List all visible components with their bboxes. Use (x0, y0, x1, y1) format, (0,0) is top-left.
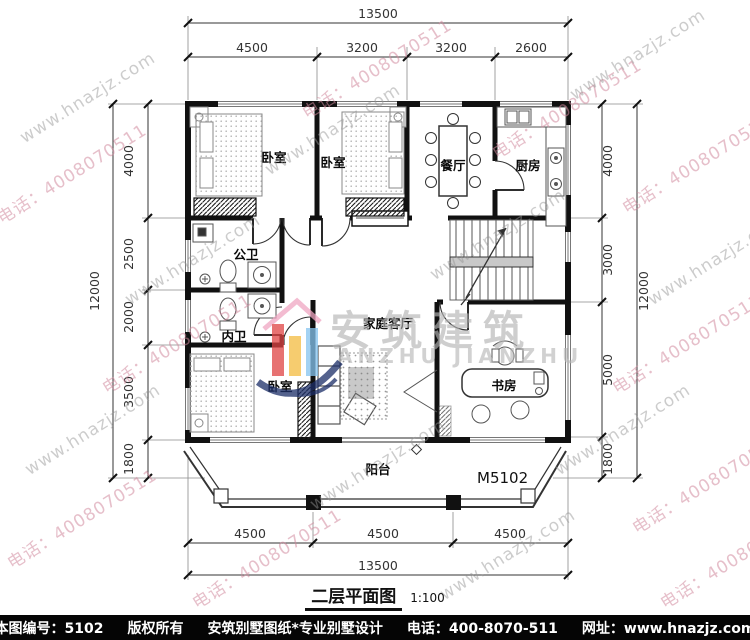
washbasin-icon (247, 261, 277, 289)
balcony-sliding-door (342, 436, 425, 456)
wardrobe-icon (297, 381, 313, 441)
window-top (218, 99, 552, 109)
room-label-living: 家庭客厅 (363, 316, 414, 331)
room-label-bath-inner: 内卫 (221, 329, 247, 344)
wardrobe-icon (193, 197, 257, 217)
room-label-balcony: 阳台 (365, 462, 390, 477)
balcony-post (520, 488, 536, 504)
drawing-scale: 1:100 (410, 591, 445, 605)
bed-icon (341, 106, 407, 195)
dim-bottom-total: 13500 (358, 558, 398, 573)
room-label-dining: 餐厅 (439, 158, 466, 173)
dim-right-seg: 3000 (600, 244, 615, 276)
room-label-study: 书房 (491, 378, 516, 393)
bookshelf-icon (438, 405, 452, 437)
stairs (449, 219, 534, 306)
dimension-ticks (108, 18, 642, 580)
washer-icon (192, 223, 214, 243)
stair-direction-arrow (465, 227, 507, 299)
dim-left-seg: 3500 (121, 376, 136, 408)
dim-left-total: 12000 (87, 271, 102, 311)
dim-left-seg: 1800 (121, 443, 136, 475)
footer-product: 安筑别墅图纸*专业别墅设计 (207, 620, 383, 637)
balcony-railing (183, 446, 567, 510)
desk-icon (461, 340, 549, 424)
balcony-column (306, 495, 321, 510)
dim-left-seg: 4000 (121, 145, 136, 177)
balcony-column (446, 495, 461, 510)
dim-top-seg: 3200 (346, 40, 378, 55)
dim-bottom-seg: 4500 (494, 526, 526, 541)
dim-left-seg: 2000 (121, 301, 136, 333)
dining-table-icon (425, 113, 481, 209)
toilet-icon (219, 259, 237, 293)
dim-right-seg: 1800 (600, 443, 615, 475)
toilet-icon (219, 297, 237, 331)
model-number-label: M5102 (477, 469, 528, 487)
room-label-kitchen: 厨房 (515, 158, 540, 173)
footer-phone: 电话：400-8070-511 (406, 620, 558, 637)
dim-right-seg: 5000 (600, 354, 615, 386)
dim-bottom-seg: 4500 (367, 526, 399, 541)
room-label-bedroom: 卧室 (261, 150, 287, 165)
balcony-post (213, 488, 229, 504)
study-door-swing (403, 369, 438, 413)
dimension-labels: 13500 4500 3200 3200 2600 4500 4500 4500… (87, 6, 651, 573)
furniture (189, 106, 567, 441)
drawing-title: 二层平面图 1:100 (0, 582, 750, 611)
dim-top-seg: 4500 (236, 40, 268, 55)
window-bottom (210, 435, 545, 445)
footer-website: 网址：www.hnazjz.com (581, 620, 750, 637)
dim-top-seg: 2600 (515, 40, 547, 55)
dim-right-seg: 4000 (600, 145, 615, 177)
bed-icon (189, 106, 263, 197)
washbasin-icon (247, 293, 277, 319)
room-label-bedroom: 卧室 (320, 155, 346, 170)
dim-top-total: 13500 (358, 6, 398, 21)
footer-sheet-number: 本图编号：5102 (0, 620, 104, 637)
kitchen-counter-icon (496, 106, 567, 227)
shower-icon (199, 273, 211, 285)
tea-table-icon (348, 367, 374, 399)
dim-top-seg: 3200 (435, 40, 467, 55)
room-label-bedroom: 卧室 (267, 379, 293, 394)
windows (183, 99, 573, 456)
dim-left-seg: 2500 (121, 238, 136, 270)
rug-icon (340, 352, 388, 420)
bed-icon (189, 353, 255, 433)
footer-bar: 本图编号：5102 版权所有 安筑别墅图纸*专业别墅设计 电话：400-8070… (0, 615, 750, 640)
dim-bottom-seg: 4500 (234, 526, 266, 541)
wardrobe-icon (345, 197, 405, 217)
dim-right-total: 12000 (636, 271, 651, 311)
footer-copyright: 版权所有 (127, 620, 184, 637)
window-right (563, 125, 573, 420)
drawing-title-text: 二层平面图 (305, 587, 403, 611)
room-label-bath-public: 公卫 (233, 247, 259, 262)
stair-landing (449, 256, 534, 268)
shower-icon (199, 331, 211, 343)
